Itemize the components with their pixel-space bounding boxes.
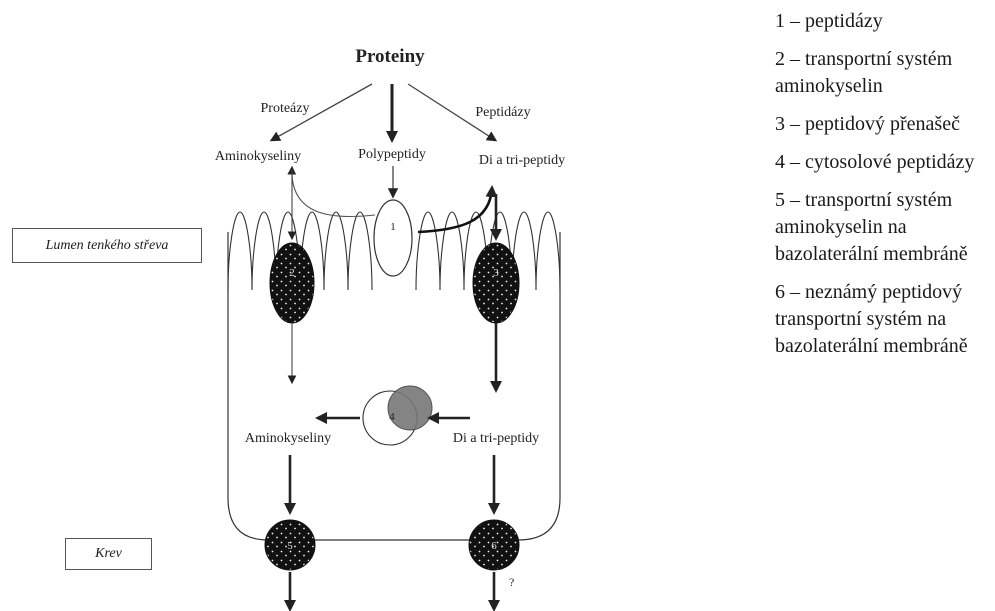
label-di-tri-top: Di a tri-peptidy — [479, 153, 565, 168]
marker-3: 3 — [493, 267, 499, 279]
label-aminokyseliny-top: Aminokyseliny — [215, 149, 301, 164]
legend-item-3: 3 – peptidový přenašeč — [775, 111, 990, 138]
question-mark: ? — [509, 575, 514, 589]
curved-arrow-to-aminokyseliny — [292, 168, 375, 217]
label-aminokyseliny-mid: Aminokyseliny — [245, 431, 331, 446]
curved-arrow-to-di-tri — [418, 188, 492, 232]
legend-item-4: 4 – cytosolové peptidázy — [775, 149, 990, 176]
transporter-3 — [473, 243, 519, 323]
label-peptidazy: Peptidázy — [475, 105, 530, 120]
legend-item-1: 1 – peptidázy — [775, 8, 990, 35]
marker-6: 6 — [491, 540, 497, 552]
marker-1: 1 — [390, 221, 396, 233]
enzyme-1-ellipse — [374, 200, 412, 276]
legend-item-5: 5 – transportní systém aminokyselin na b… — [775, 187, 990, 268]
label-proteazy: Proteázy — [261, 101, 310, 116]
legend-item-6: 6 – neznámý peptidový transportní systém… — [775, 279, 990, 360]
krev-label-text: Krev — [95, 546, 122, 562]
protein-digestion-diagram: Proteiny Proteázy Peptidázy Aminokyselin… — [0, 0, 760, 611]
lumen-label-text: Lumen tenkého střeva — [46, 238, 169, 254]
marker-2: 2 — [289, 267, 295, 279]
marker-4: 4 — [389, 411, 395, 423]
enzyme-4-circle-gray — [388, 386, 432, 430]
label-di-tri-mid: Di a tri-peptidy — [453, 431, 539, 446]
krev-label: Krev — [65, 538, 152, 570]
lumen-label: Lumen tenkého střeva — [12, 228, 202, 263]
transporter-2 — [270, 243, 314, 323]
legend: 1 – peptidázy 2 – transportní systém ami… — [775, 8, 990, 371]
label-polypeptidy: Polypeptidy — [358, 147, 426, 162]
title-proteiny: Proteiny — [355, 46, 425, 67]
marker-5: 5 — [287, 540, 293, 552]
legend-item-2: 2 – transportní systém aminokyselin — [775, 46, 990, 100]
